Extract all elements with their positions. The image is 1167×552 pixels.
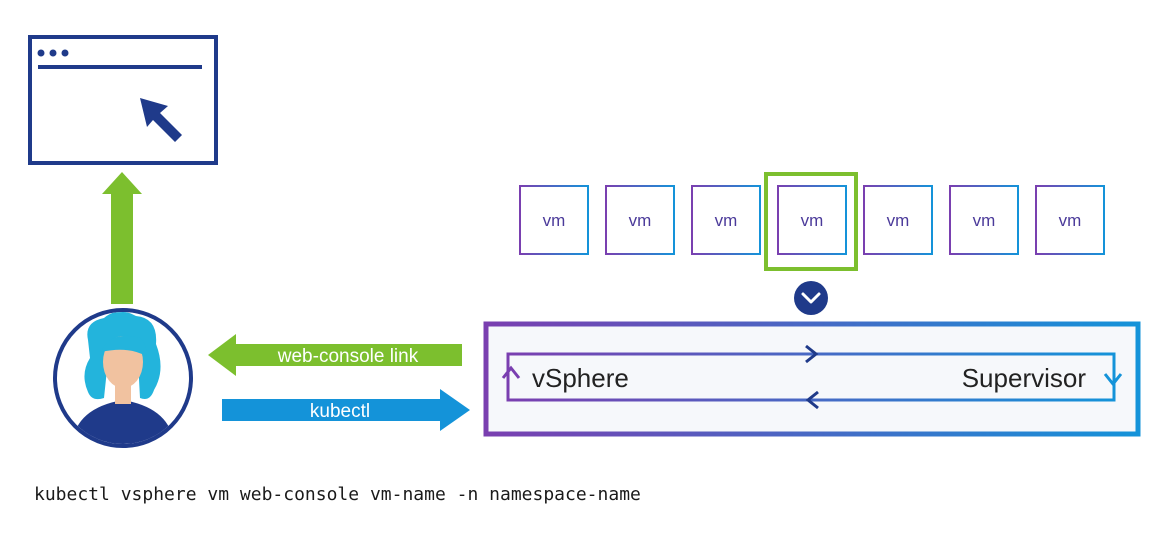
kubectl-arrow: kubectl (222, 389, 470, 431)
vm-box[interactable]: vm (863, 185, 933, 255)
vm-label: vm (715, 211, 738, 230)
vm-label: vm (887, 211, 910, 230)
vm-box[interactable]: vm (605, 185, 675, 255)
web-console-arrow: web-console link (208, 334, 462, 376)
vm-label: vm (973, 211, 996, 230)
vm-row: vm vm vm vm vm vm vm (519, 172, 1105, 271)
vm-box[interactable]: vm (1035, 185, 1105, 255)
flow-arrow-left-icon (805, 390, 819, 410)
kubectl-label: kubectl (310, 401, 370, 422)
flow-arrow-down-icon (1103, 373, 1123, 387)
vm-label: vm (1059, 211, 1082, 230)
flow-arrow-up-icon (501, 365, 521, 379)
platform-frame: vSphere Supervisor (483, 321, 1141, 437)
cursor-icon (140, 98, 182, 142)
supervisor-label: Supervisor (962, 363, 1087, 393)
vm-label: vm (543, 211, 566, 230)
window-dot-icon (37, 49, 45, 57)
vsphere-label: vSphere (532, 363, 629, 393)
up-arrow (102, 172, 142, 304)
user-avatar (53, 308, 193, 448)
vm-box[interactable]: vm (691, 185, 761, 255)
vm-label: vm (801, 211, 824, 230)
vm-box[interactable]: vm (949, 185, 1019, 255)
vm-label: vm (629, 211, 652, 230)
window-dot-icon (61, 49, 69, 57)
vm-box[interactable]: vm (519, 185, 589, 255)
flow-arrow-right-icon (805, 344, 819, 364)
window-dot-icon (49, 49, 57, 57)
web-console-label: web-console link (277, 346, 419, 367)
command-text: kubectl vsphere vm web-console vm-name -… (34, 484, 641, 505)
browser-window (28, 35, 218, 165)
chevron-down-icon (794, 281, 828, 315)
vm-box-selected[interactable]: vm (764, 172, 858, 271)
